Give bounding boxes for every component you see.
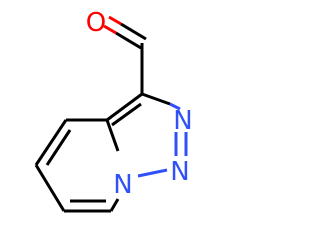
nitrogen-atom-label-n1: N bbox=[173, 106, 192, 136]
bond-n2-n3 bbox=[137, 168, 168, 178]
bond-c3-c3a bbox=[106, 92, 143, 122]
bond-c7-n3 bbox=[109, 198, 120, 212]
oxygen-atom-label: O bbox=[86, 8, 106, 38]
bond-c4-c5-inner bbox=[45, 129, 72, 166]
bond-n1-segment bbox=[169, 102, 181, 111]
nitrogen-atom-label-n2: N bbox=[170, 157, 189, 187]
nitrogen-atom-label-n3: N bbox=[113, 170, 132, 200]
bond-carbonyl-o-side-a bbox=[103, 24, 117, 35]
bond-carbonyl-c-side-a bbox=[115, 31, 142, 50]
bond-c3a-n3 bbox=[105, 119, 120, 152]
bond-c3-c3a-inner bbox=[111, 102, 142, 127]
molecule-structure: O N N N bbox=[34, 8, 193, 213]
bond-c5-c6 bbox=[34, 164, 66, 212]
bond-carbonyl-o-side-b bbox=[108, 15, 122, 26]
bond-carbonyl-c-side-b bbox=[120, 22, 147, 41]
bond-c3-n1 bbox=[141, 92, 171, 106]
bond-c4-c5 bbox=[34, 119, 68, 166]
